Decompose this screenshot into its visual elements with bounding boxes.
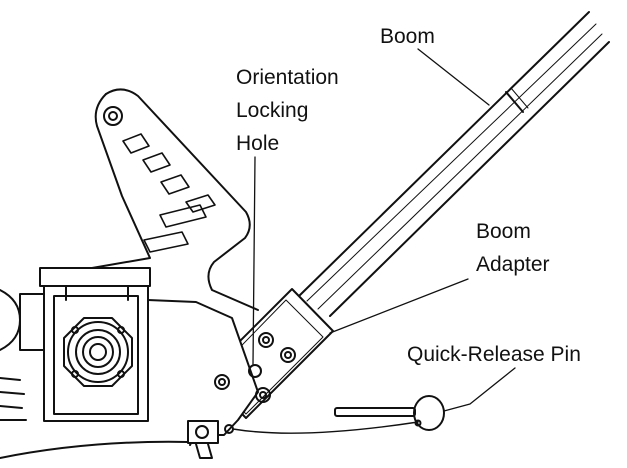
boom	[298, 11, 610, 317]
label-adapter-line1: Boom	[476, 220, 531, 243]
label-adapter-line2: Adapter	[476, 253, 550, 276]
label-quick-release-pin: Quick-Release Pin	[407, 343, 581, 366]
label-orientation-line2: Locking	[236, 99, 308, 122]
mounting-bracket	[69, 88, 259, 446]
quick-release-pin	[232, 395, 445, 434]
pin-clevis	[187, 420, 234, 459]
label-orientation-line1: Orientation	[236, 66, 339, 89]
leader-orientation	[252, 156, 256, 365]
leader-lines	[252, 48, 516, 412]
label-boom: Boom	[380, 25, 435, 48]
gearbox	[0, 267, 189, 459]
label-orientation-line3: Hole	[236, 132, 279, 155]
leader-boom	[417, 48, 490, 106]
adapter-bolts	[214, 332, 296, 403]
leader-adapter	[329, 278, 469, 334]
leader-pin	[443, 367, 516, 412]
orientation-locking-hole	[248, 364, 262, 378]
